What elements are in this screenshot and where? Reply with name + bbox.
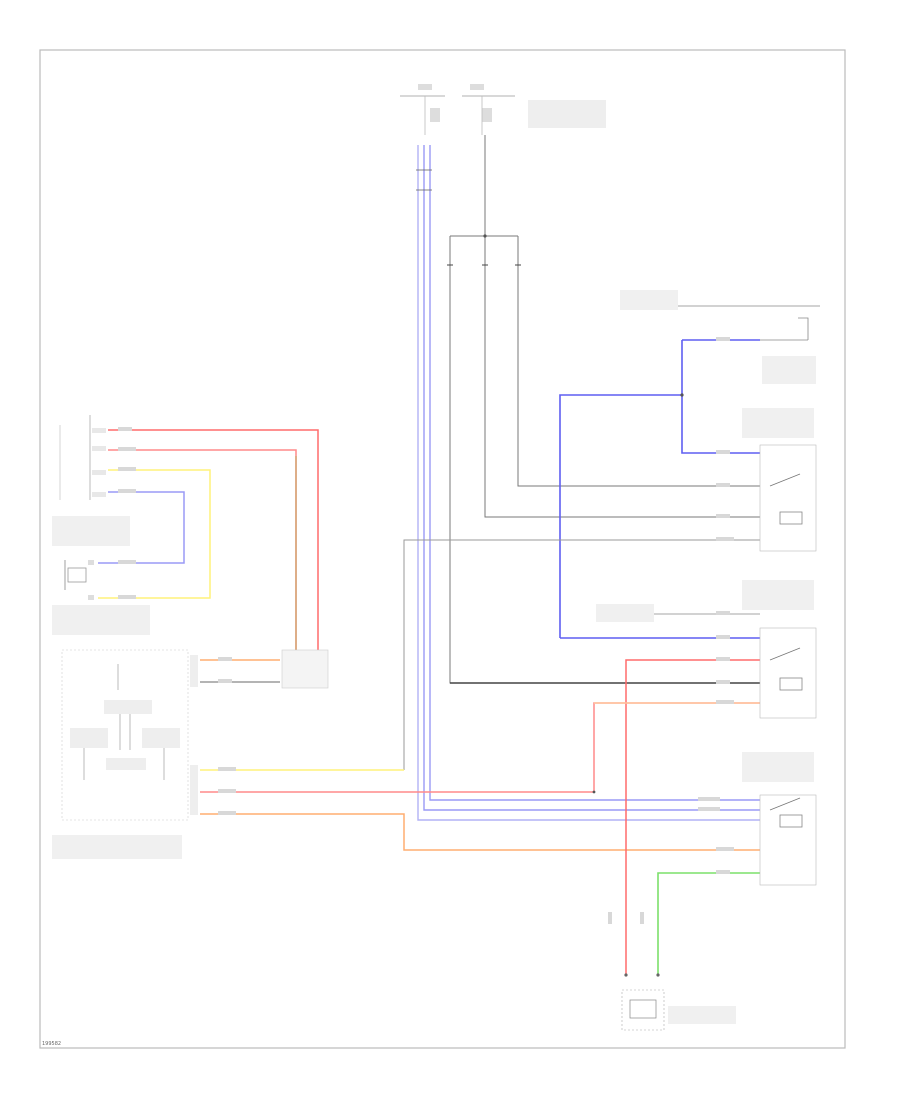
relay-2 — [742, 580, 817, 719]
splice-dots — [483, 234, 684, 794]
left-module-label-block — [52, 516, 130, 546]
blue-wire — [559, 339, 760, 639]
green-wire — [657, 872, 760, 975]
junction-connector — [190, 649, 329, 689]
red-orange-wires — [200, 659, 760, 975]
gray-wire — [403, 539, 760, 770]
diagram-id: 199582 — [42, 1041, 61, 1047]
diagram-border — [39, 49, 846, 1049]
lower-left-components — [52, 664, 198, 859]
left-module-wires — [98, 429, 319, 650]
relay-1 — [742, 408, 817, 552]
upper-right-reference — [650, 305, 820, 341]
left-module — [59, 415, 106, 500]
ground-splice-wires — [447, 135, 760, 684]
top-fuse-block — [400, 84, 606, 135]
relay-3 — [742, 752, 817, 886]
bottom-sensor — [621, 973, 736, 1031]
wire-label-ticks — [118, 337, 734, 924]
upper-right-label-block — [762, 356, 816, 384]
left-sensor — [64, 560, 94, 600]
top-right-label-block — [620, 290, 678, 310]
left-sensor-label-block — [52, 605, 150, 635]
mid-right-label-block — [596, 604, 654, 622]
light-blue-wire-bundle — [416, 145, 760, 821]
